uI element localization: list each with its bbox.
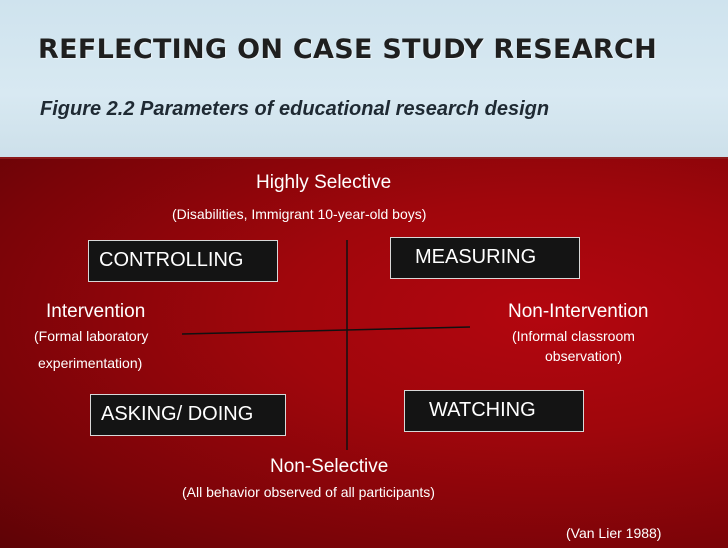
top-axis-example: (Disabilities, Immigrant 10-year-old boy… bbox=[172, 206, 427, 222]
slide-title: REFLECTING ON CASE STUDY RESEARCH bbox=[38, 34, 658, 65]
citation: (Van Lier 1988) bbox=[566, 525, 662, 541]
right-axis-example-line2: observation) bbox=[545, 348, 623, 364]
slide-header: REFLECTING ON CASE STUDY RESEARCH Figure… bbox=[0, 0, 728, 157]
quadrant-measuring: MEASURING bbox=[390, 237, 580, 279]
quadrant-watching: WATCHING bbox=[404, 390, 584, 432]
quadrant-controlling: CONTROLLING bbox=[88, 240, 278, 282]
horizontal-axis-line bbox=[181, 326, 471, 335]
left-axis-example-line2: experimentation) bbox=[38, 355, 143, 371]
top-axis-label: Highly Selective bbox=[256, 172, 392, 193]
figure-caption: Figure 2.2 Parameters of educational res… bbox=[40, 98, 550, 120]
quadrant-asking-doing: ASKING/ DOING bbox=[90, 394, 286, 436]
right-axis-example-line1: (Informal classroom bbox=[512, 328, 635, 344]
diagram-panel bbox=[0, 157, 728, 548]
bottom-axis-example: (All behavior observed of all participan… bbox=[182, 484, 435, 500]
left-axis-example-line1: (Formal laboratory bbox=[34, 328, 149, 344]
right-axis-label: Non-Intervention bbox=[508, 301, 649, 322]
bottom-axis-label: Non-Selective bbox=[270, 456, 389, 477]
left-axis-label: Intervention bbox=[46, 301, 146, 322]
